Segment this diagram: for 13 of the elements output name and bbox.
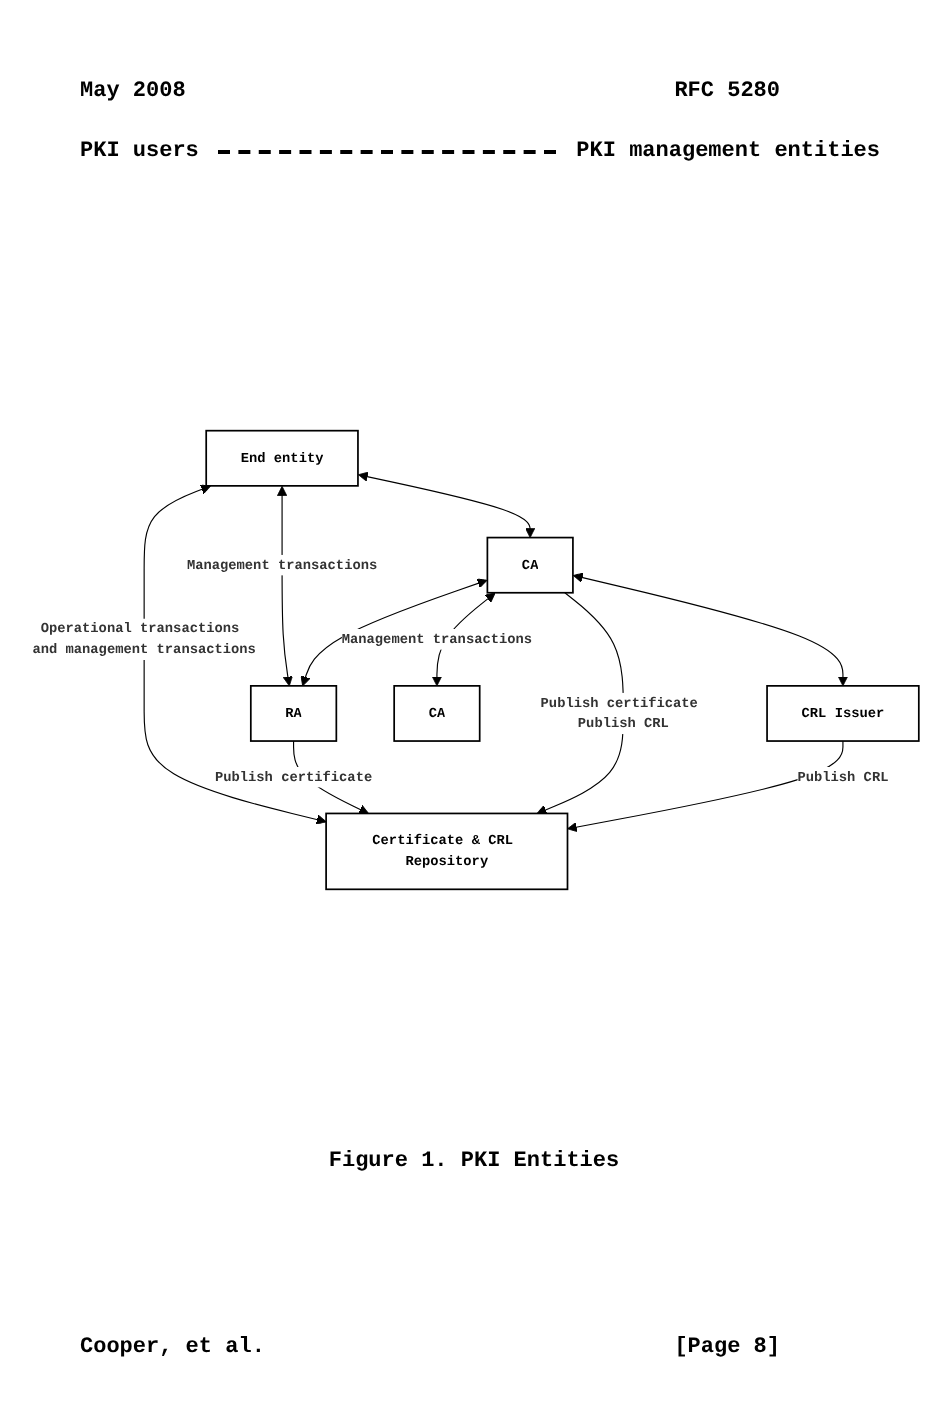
zone-label: PKI users <box>80 140 199 164</box>
zone-label: PKI management entities <box>576 140 880 164</box>
arrow <box>143 484 327 825</box>
arrow <box>572 572 848 687</box>
arrow <box>567 740 844 833</box>
header-date: May 2008 <box>80 80 186 104</box>
header-document-number: RFC 5280 <box>674 80 780 104</box>
footer-authors: Cooper, et al. <box>80 1336 265 1360</box>
arrow <box>357 471 536 539</box>
footer-page-number: [Page 8] <box>674 1336 780 1360</box>
figure-caption: Figure 1. PKI Entities <box>328 1150 620 1174</box>
arrow <box>300 578 488 687</box>
arrow <box>277 485 293 687</box>
